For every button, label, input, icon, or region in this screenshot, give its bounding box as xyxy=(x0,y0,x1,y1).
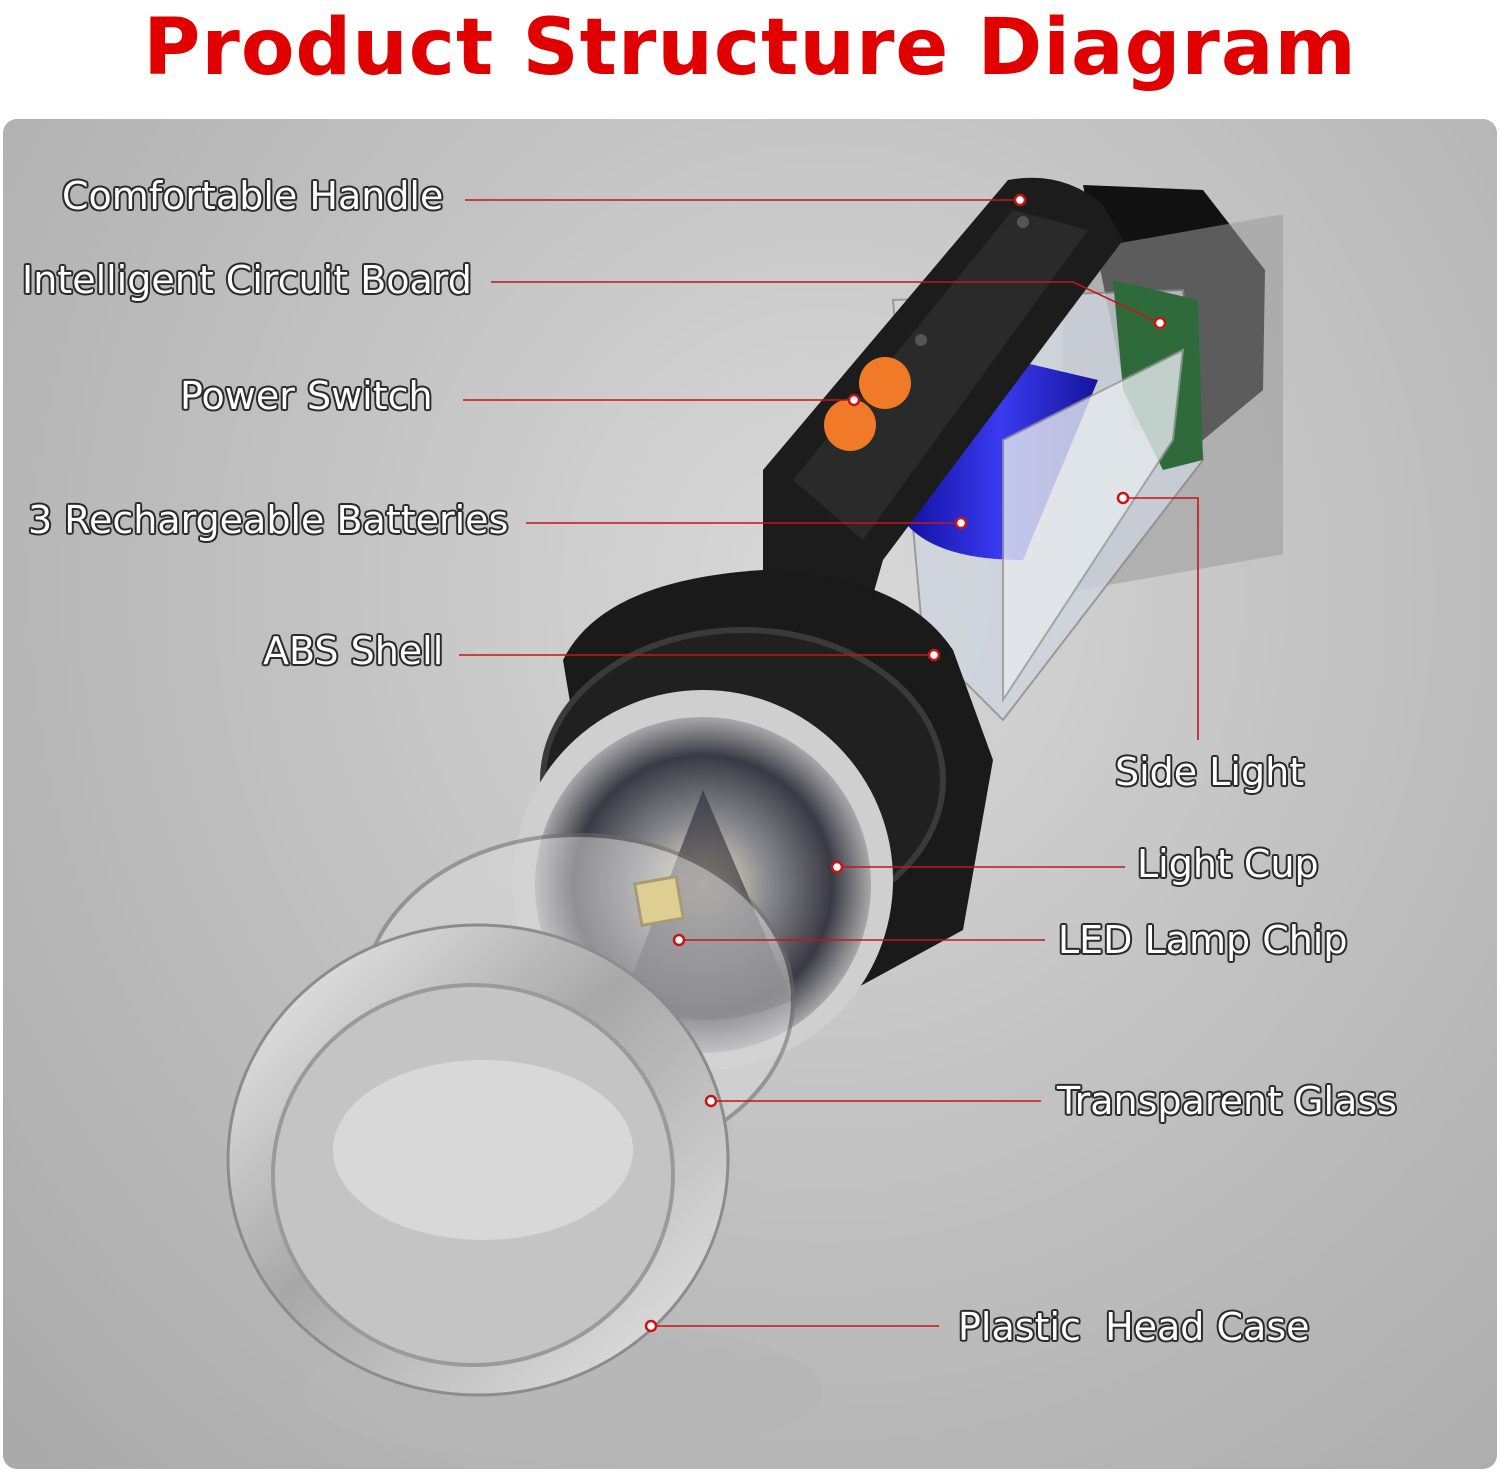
dot-light-cup xyxy=(830,860,844,874)
label-power-switch: Power Switch xyxy=(180,374,433,418)
label-led-chip: LED Lamp Chip xyxy=(1058,918,1348,962)
leader-dots xyxy=(644,193,1167,1333)
handle-screw-2 xyxy=(915,334,927,346)
leader-lines xyxy=(459,199,1199,1327)
label-transparent-glass: Transparent Glass xyxy=(1057,1079,1397,1123)
power-button-bottom xyxy=(824,399,876,451)
leader-circuit-board xyxy=(491,281,1161,324)
label-batteries: 3 Rechargeable Batteries xyxy=(28,498,509,542)
dot-circuit-board xyxy=(1153,316,1167,330)
dot-head-case xyxy=(644,1319,658,1333)
label-light-cup: Light Cup xyxy=(1137,842,1319,886)
label-head-case: Plastic Head Case xyxy=(958,1305,1310,1349)
dot-comfortable-handle xyxy=(1013,193,1027,207)
dot-side-light xyxy=(1116,491,1130,505)
dot-batteries xyxy=(954,516,968,530)
handle-screw xyxy=(1017,216,1029,228)
side-light-strip xyxy=(1002,348,1185,704)
label-abs-shell: ABS Shell xyxy=(263,629,444,673)
label-comfortable-handle: Comfortable Handle xyxy=(62,174,444,218)
head-case-inner-shadow xyxy=(333,1060,633,1240)
dot-power-switch xyxy=(847,393,861,407)
handle-top-face xyxy=(793,210,1088,540)
dot-led-chip xyxy=(672,933,686,947)
label-circuit-board: Intelligent Circuit Board xyxy=(22,258,472,302)
diagram-panel xyxy=(3,119,1497,1469)
dot-abs-shell xyxy=(927,648,941,662)
leader-side-light xyxy=(1123,497,1199,740)
flashlight-illustration xyxy=(226,177,1283,1460)
diagram-title: Product Structure Diagram xyxy=(143,3,1357,93)
label-side-light: Side Light xyxy=(1115,750,1305,794)
power-button-top xyxy=(859,357,911,409)
dot-transparent-glass xyxy=(704,1094,718,1108)
